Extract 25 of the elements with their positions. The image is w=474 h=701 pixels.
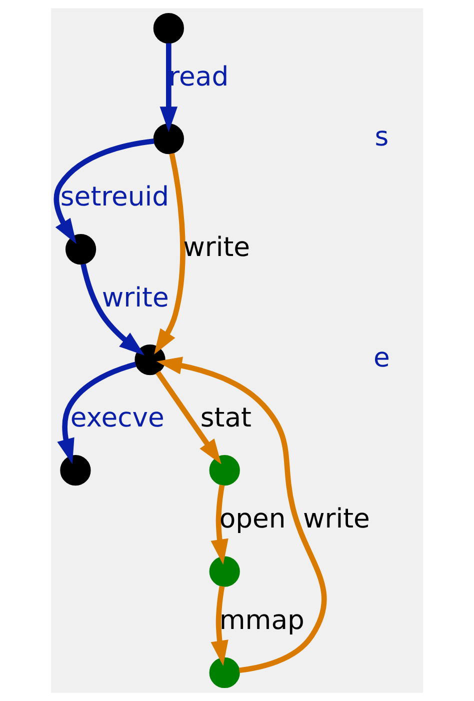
- label: s: [374, 121, 389, 152]
- arrow: [54, 138, 154, 244]
- arrow: [160, 43, 178, 132]
- edge-label: execve: [70, 402, 164, 434]
- edge-label: mmap: [219, 604, 304, 636]
- node-circle: [209, 455, 240, 486]
- node-circle: [153, 12, 184, 44]
- node-circle: [209, 556, 240, 587]
- edge-label: write: [302, 504, 370, 535]
- edge-label: setreuid: [60, 181, 170, 212]
- arrow: [156, 370, 222, 464]
- edge-label: stat: [200, 402, 252, 434]
- node-circle: [60, 455, 91, 486]
- node-circle: [153, 123, 184, 154]
- arrow: [57, 362, 136, 464]
- node-circle: [134, 344, 166, 376]
- arrow: [156, 356, 327, 674]
- arrow: [80, 264, 144, 356]
- label: e: [374, 342, 390, 374]
- node-circle: [209, 657, 240, 688]
- arrow: [154, 153, 186, 354]
- edge-label: write: [102, 282, 169, 314]
- arrow: [210, 484, 228, 565]
- arrow: [210, 586, 228, 666]
- node-circle: [65, 234, 96, 265]
